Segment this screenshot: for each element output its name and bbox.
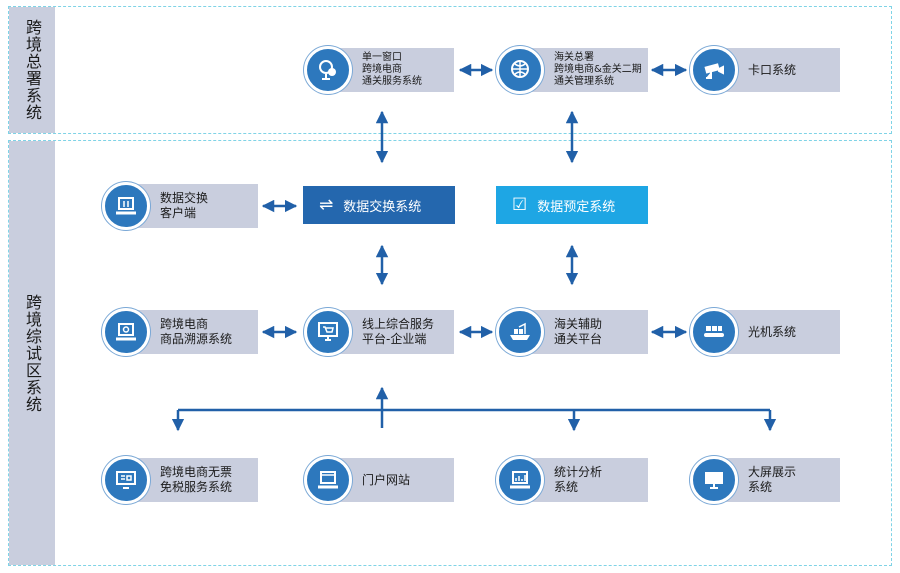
cctv-camera-icon — [690, 46, 738, 94]
region-label-pilot-zone: 跨境综试区系统 — [9, 141, 55, 565]
node-customs-aux[interactable]: 海关辅助 通关平台 — [496, 308, 648, 356]
cargo-ship-icon — [496, 308, 544, 356]
data-booking-box[interactable]: ☑ 数据预定系统 — [496, 186, 648, 224]
laptop-gear-icon — [102, 308, 150, 356]
node-customs-hq[interactable]: 海关总署 跨境电商&金关二期 通关管理系统 — [496, 46, 648, 94]
laptop-chart-icon — [496, 456, 544, 504]
node-big-screen[interactable]: 大屏展示 系统 — [690, 456, 840, 504]
support-agent-icon — [304, 46, 352, 94]
node-traceability[interactable]: 跨境电商 商品溯源系统 — [102, 308, 258, 356]
region-pilot-zone — [8, 140, 892, 566]
node-analytics[interactable]: 统计分析 系统 — [496, 456, 648, 504]
region-label-customs-hq: 跨境总署系统 — [9, 7, 55, 133]
node-invoice-tax[interactable]: 跨境电商无票 免税服务系统 — [102, 456, 258, 504]
data-exchange-label: 数据交换系统 — [343, 199, 422, 215]
node-checkpoint[interactable]: 卡口系统 — [690, 46, 840, 94]
region-label-pilot-zone-text: 跨境综试区系统 — [23, 293, 42, 413]
globe-monitor-icon — [496, 46, 544, 94]
data-exchange-box[interactable]: ⇌ 数据交换系统 — [303, 186, 455, 224]
node-xray[interactable]: 光机系统 — [690, 308, 840, 356]
laptop-exchange-icon — [102, 182, 150, 230]
node-exchange-client[interactable]: 数据交换 客户端 — [102, 182, 258, 230]
data-booking-label: 数据预定系统 — [537, 199, 616, 215]
node-single-window[interactable]: 单一窗口 跨境电商 通关服务系统 — [304, 46, 454, 94]
checkbox-icon: ☑ — [512, 195, 528, 215]
monitor-cart-icon — [304, 308, 352, 356]
laptop-browser-icon — [304, 456, 352, 504]
node-online-service[interactable]: 线上综合服务 平台-企业端 — [304, 308, 454, 356]
swap-arrows-icon: ⇌ — [319, 195, 334, 215]
monitor-icon — [690, 456, 738, 504]
conveyor-scanner-icon — [690, 308, 738, 356]
monitor-card-icon — [102, 456, 150, 504]
region-customs-hq — [8, 6, 892, 134]
node-portal[interactable]: 门户网站 — [304, 456, 454, 504]
region-label-customs-hq-text: 跨境总署系统 — [23, 19, 42, 121]
